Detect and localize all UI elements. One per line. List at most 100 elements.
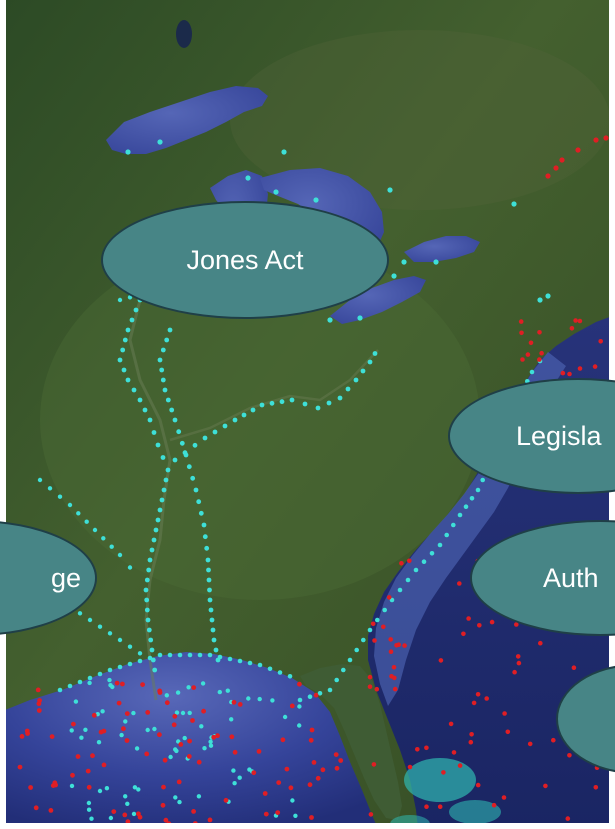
inland-vessel-marker (259, 402, 265, 408)
inland-vessel-marker (117, 552, 123, 558)
offshore-vessel-marker (424, 804, 429, 809)
inland-vessel-marker (177, 799, 182, 805)
inland-vessel-marker (137, 397, 143, 403)
offshore-vessel-marker (162, 757, 168, 763)
offshore-vessel-marker (515, 654, 521, 659)
inland-vessel-marker (281, 149, 287, 155)
inland-vessel-marker (293, 813, 298, 818)
offshore-vessel-marker (402, 643, 407, 648)
offshore-vessel-marker (114, 680, 120, 686)
offshore-vessel-marker (543, 783, 548, 789)
inland-vessel-marker (232, 781, 237, 786)
offshore-vessel-marker (144, 751, 150, 757)
offshore-vessel-marker (545, 173, 551, 179)
inland-vessel-marker (327, 687, 333, 693)
inland-vessel-marker (143, 587, 149, 593)
offshore-vessel-marker (528, 340, 534, 346)
inland-vessel-marker (144, 607, 150, 613)
offshore-vessel-marker (477, 623, 482, 628)
inland-vessel-marker (144, 577, 150, 583)
inland-vessel-marker (146, 627, 152, 633)
offshore-vessel-marker (125, 819, 131, 825)
inland-vessel-marker (353, 377, 359, 383)
offshore-vessel-marker (172, 713, 178, 719)
offshore-vessel-marker (388, 649, 394, 654)
inland-vessel-marker (511, 201, 517, 207)
inland-lake (176, 20, 192, 48)
inland-vessel-marker (146, 567, 152, 573)
inland-vessel-marker (269, 400, 275, 406)
inland-vessel-marker (157, 507, 163, 513)
offshore-vessel-marker (333, 752, 339, 757)
inland-vessel-marker (169, 407, 175, 413)
offshore-vessel-marker (211, 734, 217, 740)
inland-vessel-marker (137, 658, 143, 664)
inland-vessel-marker (67, 502, 73, 508)
ohio-river (169, 349, 379, 442)
offshore-vessel-marker (231, 699, 237, 705)
bahamas-bank (449, 800, 501, 824)
inland-vessel-marker (86, 800, 92, 806)
offshore-vessel-marker (71, 721, 76, 727)
inland-vessel-marker (176, 429, 182, 435)
offshore-vessel-marker (171, 722, 177, 728)
inland-vessel-marker (107, 677, 112, 683)
inland-vessel-marker (67, 683, 73, 689)
offshore-vessel-marker (389, 674, 394, 679)
inland-vessel-marker (164, 337, 170, 343)
inland-vessel-marker (337, 395, 343, 401)
offshore-vessel-marker (288, 785, 294, 791)
inland-vessel-marker (117, 637, 123, 643)
offshore-vessel-marker (391, 665, 397, 670)
offshore-vessel-marker (186, 754, 192, 759)
offshore-vessel-marker (559, 157, 565, 163)
offshore-vessel-marker (438, 658, 444, 663)
inland-vessel-marker (545, 293, 551, 299)
inland-vessel-marker (182, 735, 187, 741)
inland-vessel-marker (148, 637, 154, 643)
land-texture (230, 30, 610, 210)
inland-vessel-marker (207, 652, 213, 658)
offshore-vessel-marker (24, 728, 30, 734)
inland-vessel-marker (204, 545, 210, 551)
inland-vessel-marker (205, 557, 211, 563)
inland-vessel-marker (210, 627, 216, 633)
inland-vessel-marker (96, 740, 102, 745)
inland-vessel-marker (367, 359, 373, 365)
inland-vessel-marker (326, 400, 332, 406)
inland-vessel-marker (212, 429, 218, 435)
inland-vessel-marker (217, 654, 223, 660)
inland-vessel-marker (202, 534, 208, 540)
inland-vessel-marker (211, 637, 217, 643)
offshore-vessel-marker (598, 339, 603, 344)
offshore-vessel-marker (527, 741, 533, 747)
offshore-vessel-marker (284, 766, 290, 772)
inland-vessel-marker (77, 611, 83, 616)
inland-vessel-marker (197, 652, 203, 658)
inland-vessel-marker (413, 567, 419, 573)
offshore-vessel-marker (571, 665, 577, 670)
inland-vessel-marker (315, 405, 321, 411)
inland-vessel-marker (57, 687, 63, 693)
offshore-vessel-marker (407, 558, 412, 564)
offshore-vessel-marker (489, 619, 495, 625)
offshore-vessel-marker (386, 595, 392, 600)
inland-vessel-marker (73, 699, 79, 704)
inland-vessel-marker (162, 387, 168, 393)
inland-vessel-marker (229, 717, 234, 722)
offshore-vessel-marker (475, 692, 481, 697)
inland-vessel-marker (163, 477, 169, 483)
offshore-vessel-marker (85, 768, 91, 774)
inland-vessel-marker (247, 660, 253, 666)
slide-margin-bottom (0, 823, 615, 829)
offshore-vessel-marker (275, 810, 281, 815)
inland-vessel-marker (127, 644, 133, 649)
inland-vessel-marker (131, 710, 136, 716)
inland-vessel-marker (397, 587, 403, 593)
inland-vessel-marker (147, 655, 153, 661)
inland-vessel-marker (160, 377, 166, 383)
offshore-vessel-marker (461, 631, 466, 637)
inland-vessel-marker (172, 457, 178, 463)
offshore-vessel-marker (276, 780, 282, 785)
inland-vessel-marker (429, 551, 435, 556)
